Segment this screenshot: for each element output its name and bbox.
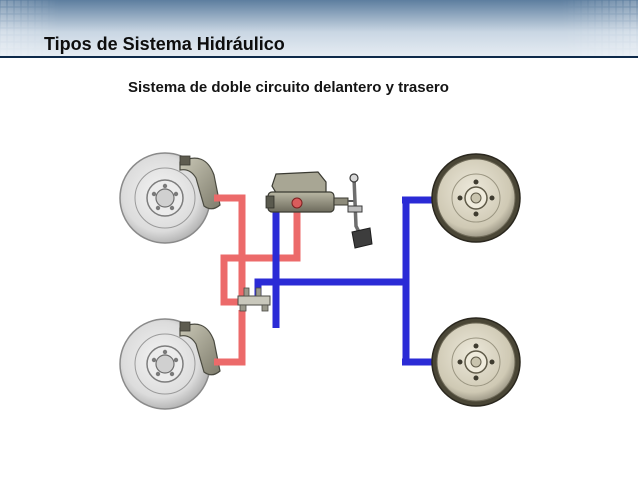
brake-pedal [347,173,373,249]
rear-right-drum-brake [431,317,521,407]
rear-left-disc-brake [119,318,221,410]
front-circuit-lines [214,194,301,366]
header-grid-pattern [0,0,638,58]
front-left-disc-brake [119,152,221,244]
front-right-drum-brake [431,153,521,243]
master-cylinder [265,171,349,213]
rear-circuit-lines [254,196,436,366]
header-band [0,0,638,58]
diagram-subtitle: Sistema de doble circuito delantero y tr… [128,79,449,96]
page-title: Tipos de Sistema Hidráulico [44,34,285,54]
proportioning-valve [237,287,271,312]
header-divider [0,56,638,58]
